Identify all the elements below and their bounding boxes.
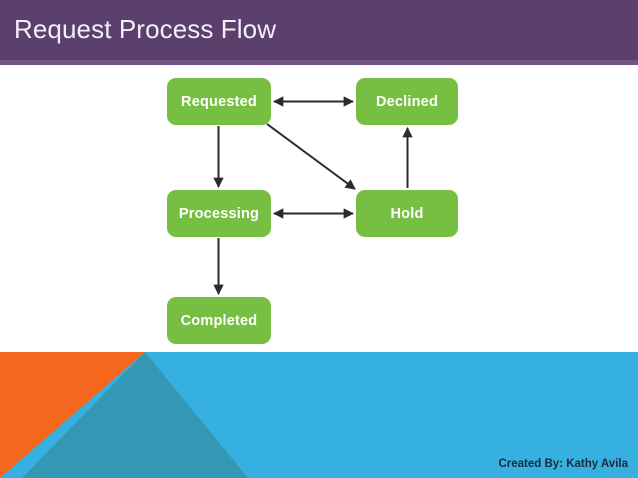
flow-node-hold[interactable]: Hold [356,190,458,237]
flow-node-declined[interactable]: Declined [356,78,458,125]
footer-orange-triangle [0,352,145,478]
flow-node-declined-label: Declined [375,93,439,110]
flow-node-processing-label: Processing [178,205,260,222]
footer-decoration-band: Created By: Kathy Avila [0,352,638,478]
flow-node-completed-label: Completed [180,312,258,329]
process-flow-diagram: Requested Declined Processing Hold Compl… [0,65,638,352]
flow-node-processing[interactable]: Processing [167,190,271,237]
credit-text: Created By: Kathy Avila [498,458,628,470]
flow-node-requested-label: Requested [181,93,257,110]
footer-shapes [0,352,638,478]
flow-node-requested[interactable]: Requested [167,78,271,125]
flow-node-hold-label: Hold [390,205,424,222]
footer-teal-triangle [22,352,248,478]
title-bar [0,0,638,60]
title-bar-accent-stripe [0,60,638,65]
flow-node-completed[interactable]: Completed [167,297,271,344]
connector-requested-hold [266,123,356,190]
page-title: Request Process Flow [14,14,277,44]
connector-layer [213,96,413,296]
